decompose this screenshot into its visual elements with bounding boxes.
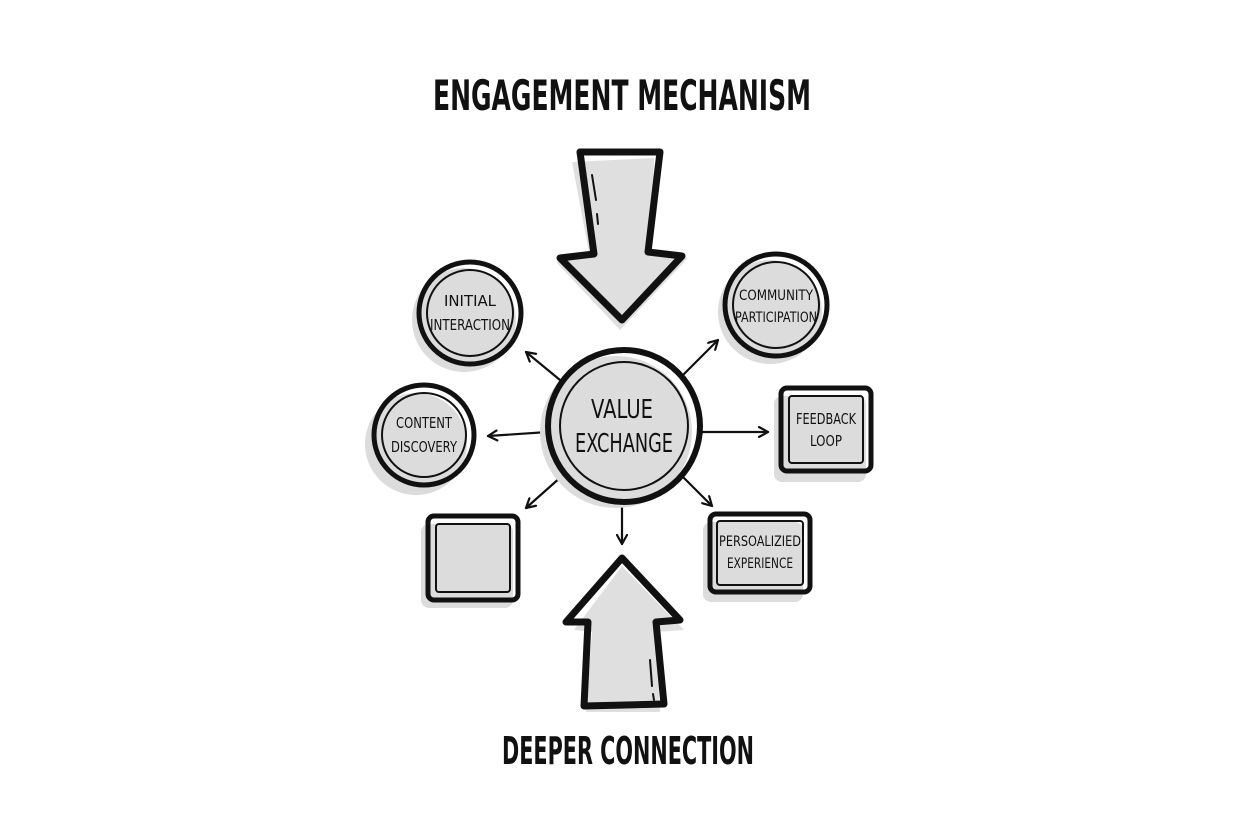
initial-interaction-line2: INTERACTION [430,316,510,334]
center-label-line1: VALUE [591,395,653,425]
connector-arrows [486,338,770,546]
node-personalized-experience: PERSOALIZIED EXPERIENCE [703,511,813,602]
node-content-discovery: CONTENT DISCOVERY [365,382,477,495]
arrow-to-blank-box [524,474,564,510]
content-discovery-line2: DISCOVERY [391,438,458,456]
community-participation-line2: PARTICIPATION [735,310,817,326]
node-initial-interaction: INITIAL INTERACTION [412,259,524,372]
feedback-loop-line2: LOOP [810,432,842,450]
arrow-to-initial-interaction [524,350,562,382]
diagram-footer: DEEPER CONNECTION [502,729,754,773]
feedback-loop-line1: FEEDBACK [796,410,857,428]
center-node-value-exchange: VALUE EXCHANGE [540,347,703,508]
node-feedback-loop: FEEDBACK LOOP [774,385,874,482]
arrow-to-personalized-experience [682,476,714,508]
top-arrow [556,148,688,330]
personalized-experience-line2: EXPERIENCE [727,556,793,572]
bottom-arrow [562,554,684,712]
diagram-title: ENGAGEMENT MECHANISM [433,71,811,120]
personalized-experience-line1: PERSOALIZIED [719,534,801,550]
content-discovery-line1: CONTENT [396,414,453,432]
community-participation-line1: COMMUNITY [739,288,813,304]
center-label-line2: EXCHANGE [575,429,673,459]
initial-interaction-line1: INITIAL [444,292,497,310]
node-community-participation: COMMUNITY PARTICIPATION [718,251,830,364]
node-blank-box [421,513,521,608]
arrow-to-content-discovery [486,432,550,436]
arrow-to-community-participation [682,338,720,376]
